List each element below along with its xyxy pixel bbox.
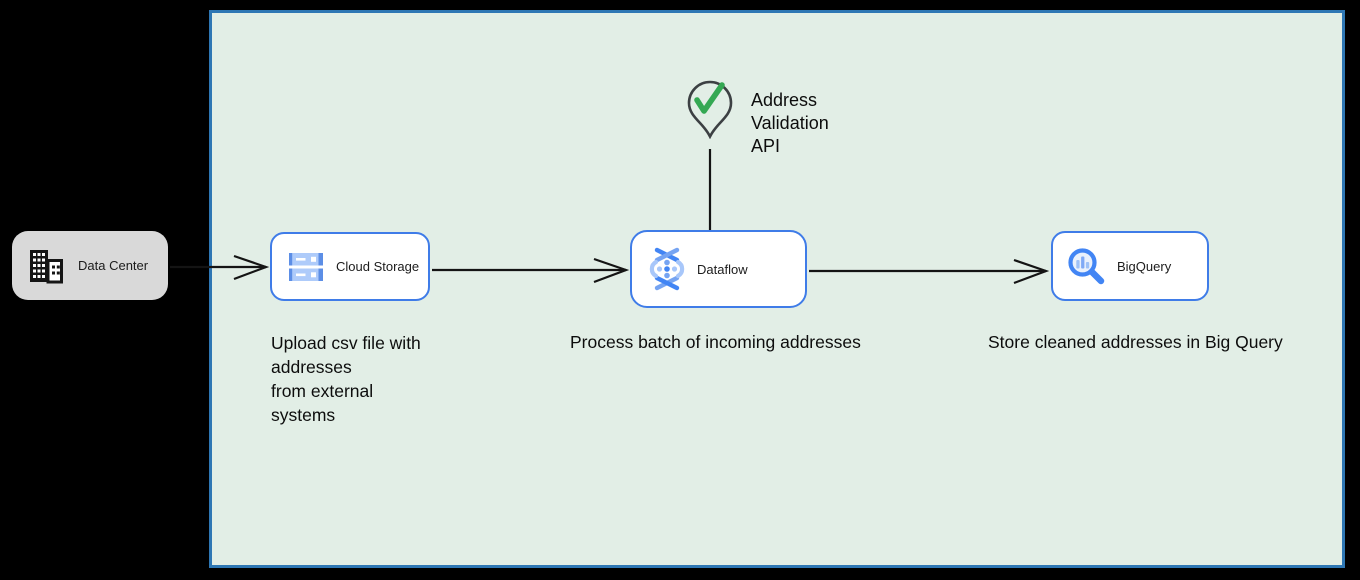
node-label: Dataflow (697, 261, 748, 277)
node-bigquery[interactable]: BigQuery (1051, 231, 1209, 301)
node-label: Data Center (78, 258, 149, 273)
dataflow-icon (647, 247, 687, 291)
node-dataflow[interactable]: Dataflow (630, 230, 807, 308)
office-building-icon (28, 248, 64, 284)
map-pin-check-icon (686, 79, 734, 140)
node-label: Cloud Storage (336, 259, 420, 274)
cloud-storage-icon (289, 252, 323, 282)
caption-bigquery: Store cleaned addresses in Big Query (988, 332, 1283, 352)
annotation-label: Address Validation API (751, 90, 829, 156)
bigquery-icon (1066, 246, 1106, 286)
node-cloud-storage[interactable]: Cloud Storage (270, 232, 430, 301)
node-data-center[interactable]: Data Center (12, 231, 168, 300)
caption-cloud-storage: Upload csv file with addresses from exte… (271, 333, 421, 425)
caption-dataflow: Process batch of incoming addresses (570, 332, 861, 352)
node-label: BigQuery (1117, 258, 1172, 274)
